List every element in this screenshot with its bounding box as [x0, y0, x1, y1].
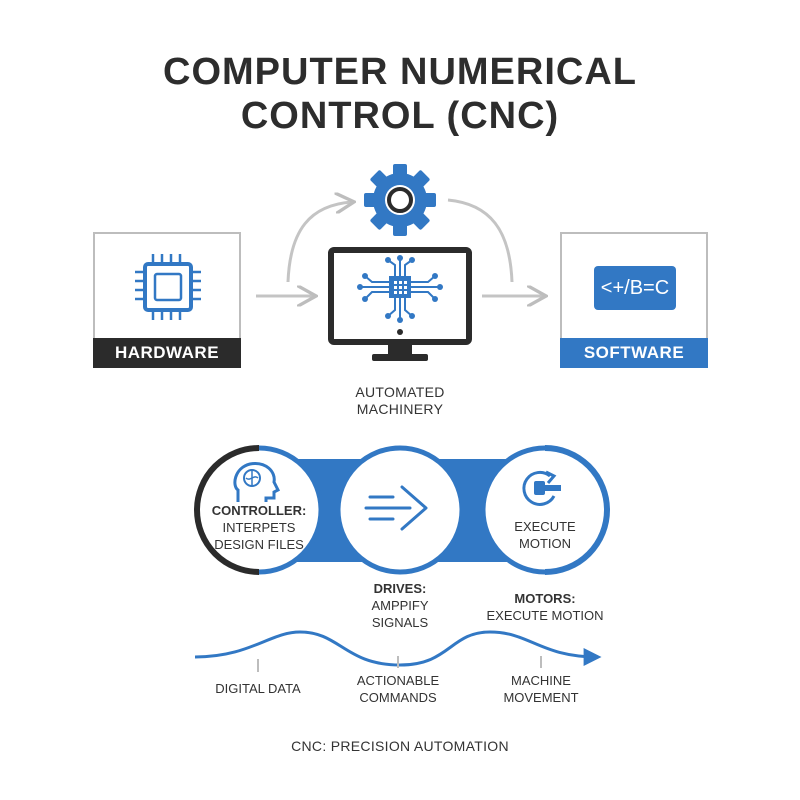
gear-icon [364, 164, 436, 236]
monitor-circuit-icon [328, 247, 472, 361]
fast-forward-arrow-icon [364, 485, 428, 531]
motors-caption: MOTORS: EXECUTE MOTION [486, 591, 604, 623]
title-line-1: COMPUTER NUMERICAL [163, 51, 637, 93]
microchip-icon [135, 254, 201, 320]
hardware-box: HARDWARE [93, 232, 241, 368]
software-box: <+/B=C SOFTWARE [560, 232, 708, 368]
controller-caption: CONTROLLER: INTERPETS DESIGN FILES [211, 503, 307, 552]
motor-rotation-icon [522, 470, 561, 506]
timeline-label-digital-data: DIGITAL DATA [215, 681, 301, 696]
process-band [194, 445, 610, 575]
footer-caption: CNC: PRECISION AUTOMATION [291, 738, 509, 754]
curve-arrow-right [447, 198, 514, 283]
page-title: COMPUTER NUMERICAL CONTROL (CNC) [0, 50, 800, 138]
timeline-wave [194, 630, 602, 672]
brain-head-icon [233, 462, 281, 502]
curve-arrow-left [286, 202, 352, 283]
motors-inner-caption: EXECUTE MOTION [514, 519, 576, 551]
drives-caption: DRIVES: AMPPIFY SIGNALS [371, 581, 429, 630]
timeline-label-actionable-commands: ACTIONABLE COMMANDS [356, 673, 440, 705]
title-line-2: CONTROL (CNC) [240, 95, 560, 137]
software-label: SOFTWARE [560, 338, 708, 368]
automated-machinery-caption: AUTOMATED MACHINERY [355, 384, 445, 417]
hardware-label: HARDWARE [93, 338, 241, 368]
timeline-label-machine-movement: MACHINE MOVEMENT [503, 673, 579, 705]
code-icon: <+/B=C [594, 266, 676, 310]
